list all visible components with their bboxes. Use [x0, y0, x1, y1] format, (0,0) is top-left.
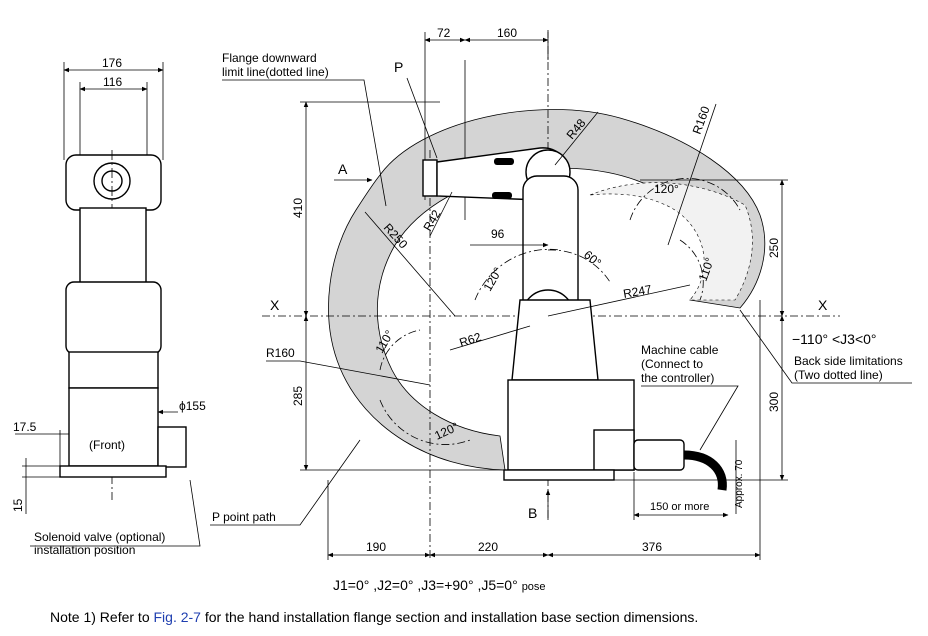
arc-110-left	[379, 329, 421, 371]
dim-376: 376	[642, 540, 662, 554]
axis-x-right: X	[818, 297, 828, 313]
dim-300: 300	[767, 392, 781, 412]
front-base-plate	[59, 465, 167, 478]
flange-label-line1: Flange downward	[222, 51, 317, 65]
flange-leader	[222, 79, 387, 207]
dim-285: 285	[291, 386, 305, 406]
point-p-leader	[406, 77, 438, 159]
r62-line	[449, 325, 531, 351]
j3-limit: −110° <J3<0°	[792, 331, 877, 347]
side-view: 72 160 Flange downward limit line(dotted…	[210, 26, 912, 560]
dim-410: 410	[291, 198, 305, 218]
machine-cable-line2: (Connect to	[641, 357, 703, 371]
cable-connector	[633, 439, 685, 471]
front-lower-arm	[65, 281, 162, 355]
forearm-slot	[492, 192, 512, 199]
arc-120-mid	[474, 248, 561, 301]
solenoid-box	[157, 426, 187, 468]
r160-top-line	[667, 103, 717, 246]
hand-flange	[422, 159, 438, 197]
angle-60: 60°	[581, 248, 604, 271]
solenoid-label-line2: installation position	[34, 543, 135, 557]
dim-160-top: 160	[497, 26, 517, 40]
back-side-region	[589, 182, 753, 301]
fig-link[interactable]: Fig. 2-7	[154, 609, 202, 625]
r247-label: R247	[622, 282, 653, 301]
p-point-path-label: P point path	[212, 510, 276, 524]
dim-72: 72	[437, 26, 451, 40]
r250-line	[364, 211, 456, 317]
dim-17-5: 17.5	[13, 420, 37, 434]
solenoid-label-line1: Solenoid valve (optional)	[34, 530, 165, 544]
arc-120-top	[629, 177, 741, 221]
r42-line	[429, 191, 453, 237]
r160-left-leader	[266, 360, 431, 386]
note-line: Note 1) Refer to Fig. 2-7 for the hand i…	[50, 609, 698, 625]
back-side-leader	[739, 309, 912, 384]
flange-label-line2: limit line(dotted line)	[222, 65, 329, 79]
side-base-plate	[503, 469, 615, 481]
label-a: A	[338, 161, 348, 177]
cable-length: 150 or more	[650, 501, 709, 513]
axis-x-left: X	[270, 297, 280, 313]
r160-left-label: R160	[266, 346, 295, 360]
dim-190: 190	[366, 540, 386, 554]
dim-phi155: ϕ155	[179, 399, 206, 413]
r62-label: R62	[458, 330, 484, 350]
dim-96: 96	[491, 227, 505, 241]
dim-250: 250	[767, 238, 781, 258]
front-shoulder	[68, 351, 159, 389]
forearm-slot	[494, 158, 514, 165]
arc-120-bottom	[379, 399, 471, 445]
arc-110-right	[679, 239, 704, 301]
machine-cable-line3: the controller)	[641, 371, 714, 385]
approx-70: Approx. 70	[734, 459, 745, 508]
angle-120-mid: 120°	[480, 265, 505, 294]
dim-15: 15	[11, 498, 25, 512]
label-b: B	[528, 505, 537, 521]
r160-top-label: R160	[690, 104, 713, 136]
r48-line	[554, 111, 599, 166]
front-base	[68, 387, 159, 467]
back-side-label-line1: Back side limitations	[794, 354, 903, 368]
dim-176: 176	[102, 56, 122, 70]
solenoid-leader	[30, 479, 201, 547]
shoulder-body	[511, 299, 599, 381]
machine-cable	[683, 450, 727, 491]
machine-cable-line1: Machine cable	[641, 343, 719, 357]
dim-220: 220	[478, 540, 498, 554]
point-p-label: P	[394, 59, 403, 75]
arc-60	[547, 249, 611, 283]
connector-box	[593, 429, 635, 471]
angle-120-top: 120°	[654, 182, 679, 196]
front-label: (Front)	[89, 438, 125, 452]
pose-caption: J1=0° ,J2=0° ,J3=+90° ,J5=0°pose	[333, 577, 546, 593]
front-view: 176 116 (Front) ϕ155 17.5 15 Solenoid	[11, 56, 206, 557]
p-point-path-leader	[210, 439, 361, 526]
front-upper-arm	[79, 207, 147, 289]
back-side-label-line2: (Two dotted line)	[794, 368, 883, 382]
r247-line	[547, 284, 691, 317]
machine-cable-leader	[641, 385, 739, 451]
dim-116: 116	[103, 75, 122, 89]
